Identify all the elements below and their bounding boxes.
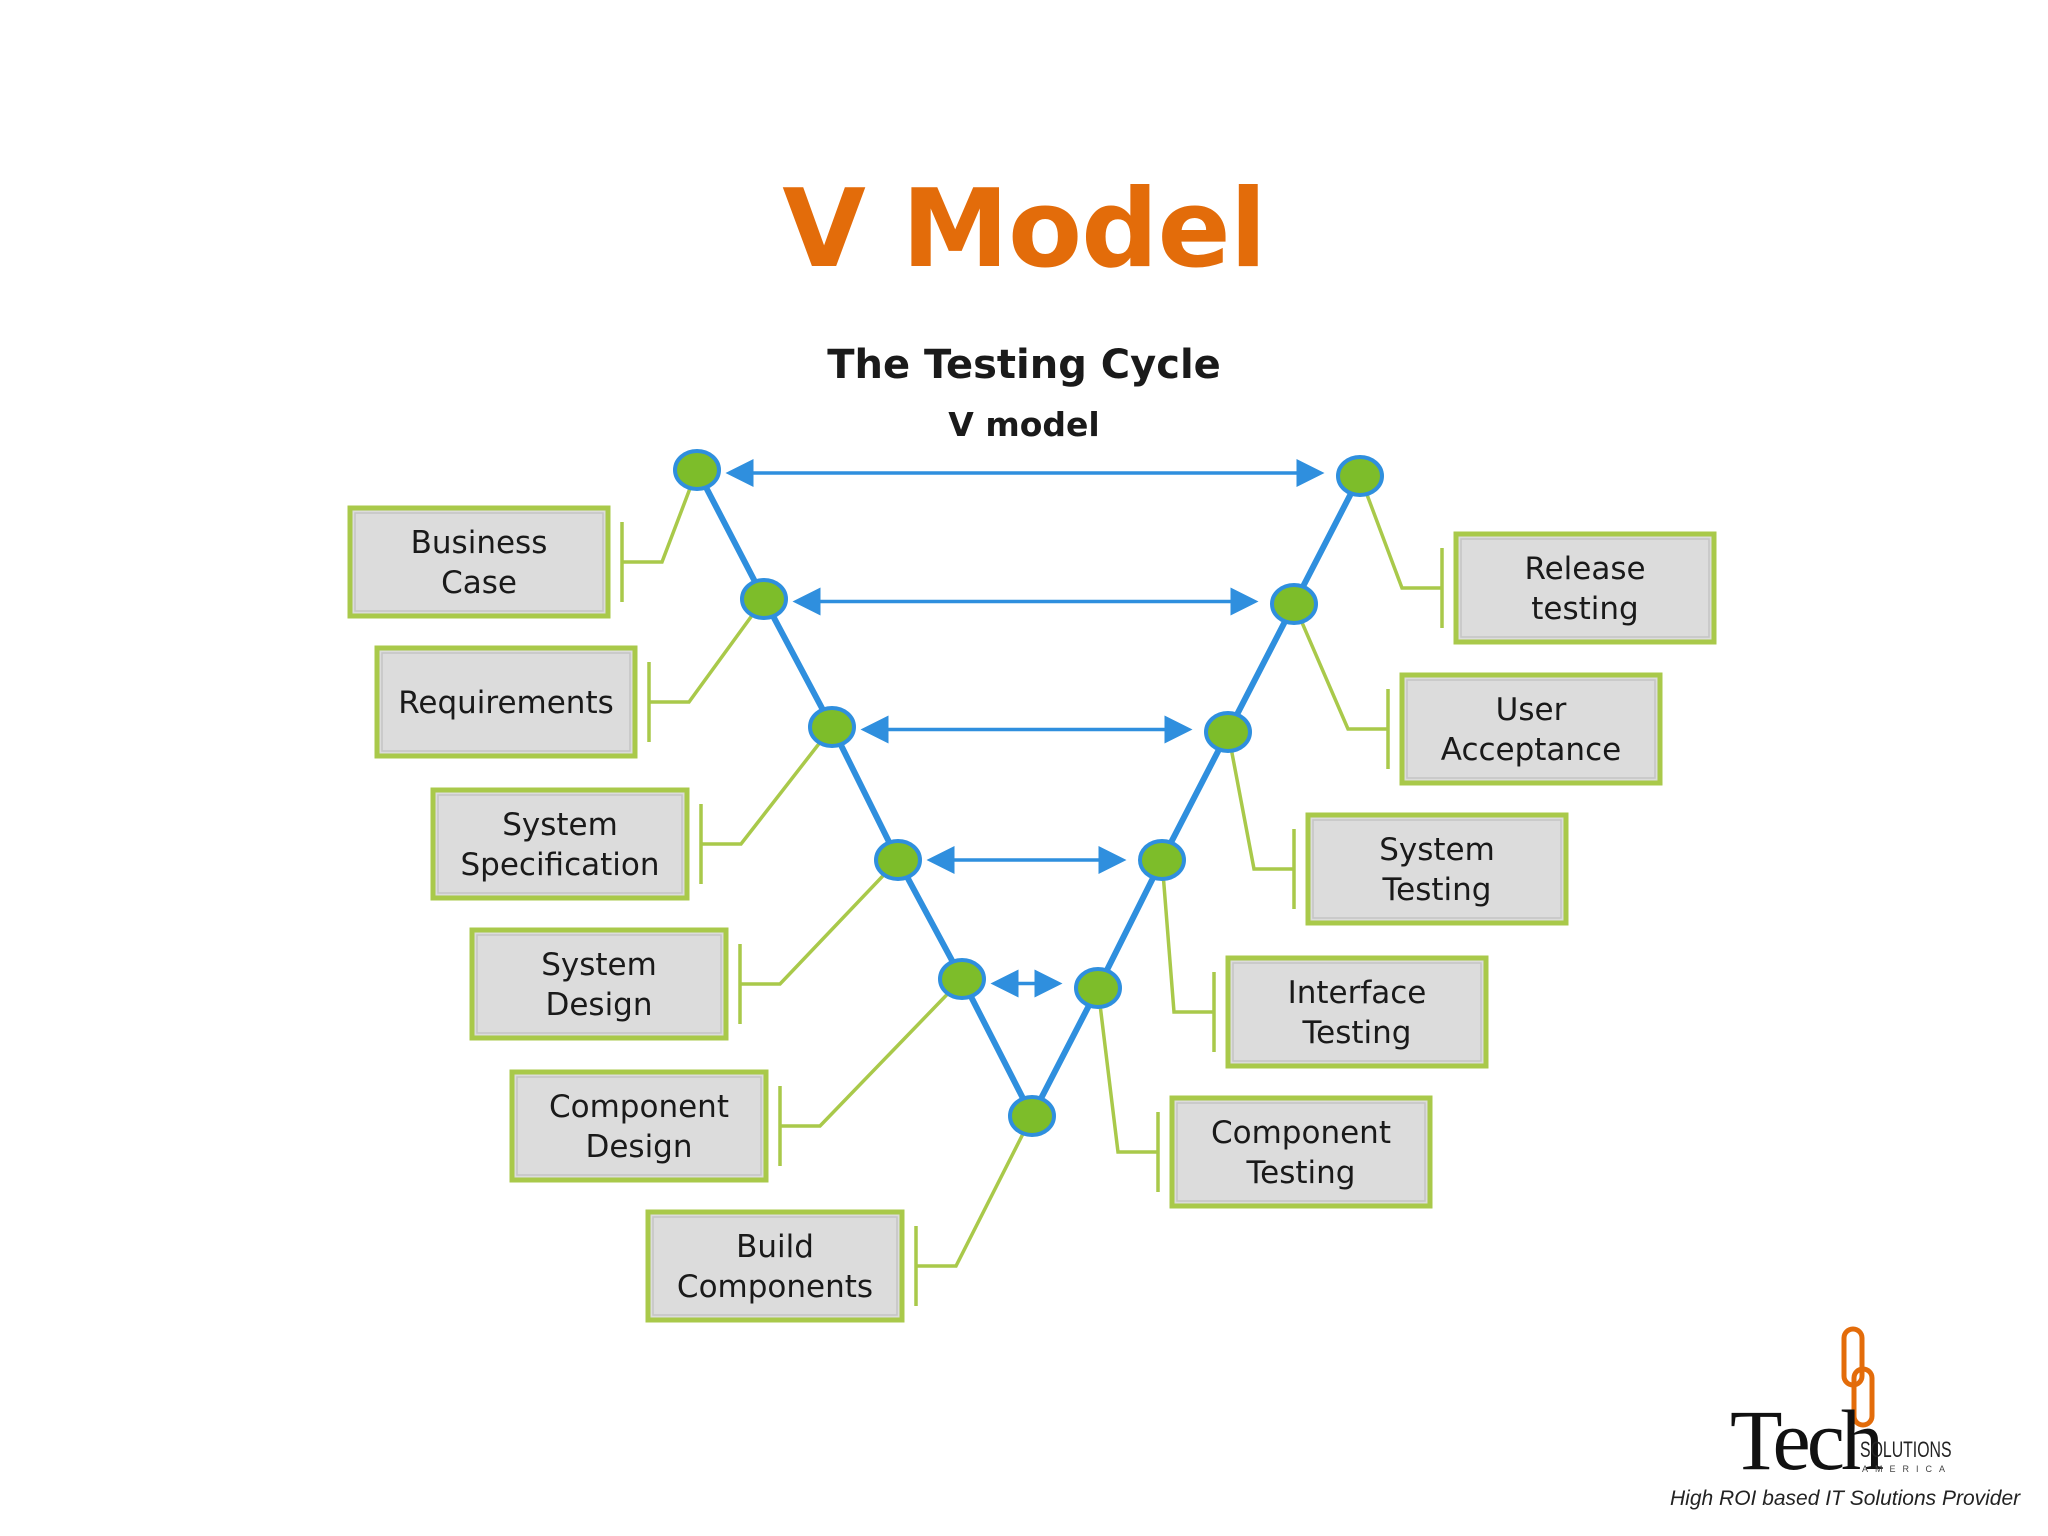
stage-box-right-3 — [1225, 955, 1489, 1069]
stage-box-right-4 — [1169, 1095, 1433, 1209]
stage-node-4 — [938, 958, 986, 1000]
stage-label-right-0-0: Release — [1524, 551, 1645, 587]
stage-box-inner-left-4 — [516, 1076, 762, 1176]
diagram-subtitle: V model — [948, 405, 1099, 444]
stage-node-5 — [1008, 1095, 1056, 1137]
logo-tech-text: Tech — [1730, 1392, 1884, 1488]
stage-label-right-3-1: Testing — [1302, 1015, 1412, 1051]
stage-nodes — [673, 449, 1384, 1137]
stage-box-left-1 — [374, 645, 638, 759]
connector-right-0 — [1358, 475, 1442, 590]
stage-label-left-4-0: Component — [549, 1089, 729, 1125]
connector-left-4 — [780, 977, 964, 1128]
stage-label-left-2-1: Specification — [460, 847, 659, 883]
stage-label-right-4-1: Testing — [1246, 1155, 1356, 1191]
stage-box-inner-left-2 — [437, 794, 683, 894]
stage-label-left-5-0: Build — [736, 1229, 814, 1265]
connector-right-2 — [1226, 731, 1294, 871]
stage-label-left-4-1: Design — [585, 1129, 692, 1165]
connector-left-5 — [916, 1115, 1034, 1268]
logo-solutions-text: SOLUTIONS — [1860, 1437, 1952, 1462]
stage-node-8 — [1204, 711, 1252, 753]
stage-node-6 — [1336, 455, 1384, 497]
stage-node-1 — [740, 578, 788, 620]
stage-label-right-2-0: System — [1379, 832, 1495, 868]
connector-right-1 — [1292, 603, 1388, 731]
stage-box-right-1 — [1399, 672, 1663, 786]
stage-box-inner-left-5 — [652, 1216, 898, 1316]
connector-right-3 — [1160, 859, 1214, 1014]
stage-box-left-2 — [430, 787, 690, 901]
stage-box-inner-right-2 — [1312, 819, 1562, 919]
stage-node-10 — [1074, 967, 1122, 1009]
stage-box-right-0 — [1453, 531, 1717, 645]
stage-box-left-4 — [509, 1069, 769, 1183]
stage-box-left-3 — [469, 927, 729, 1041]
stage-label-right-3-0: Interface — [1288, 975, 1427, 1011]
stage-label-right-1-0: User — [1496, 692, 1567, 728]
stage-node-7 — [1270, 583, 1318, 625]
stage-box-inner-right-1 — [1406, 679, 1656, 779]
slide-title: V Model — [782, 167, 1266, 292]
stage-boxes: BusinessCaseRequirementsSystemSpecificat… — [347, 505, 1717, 1323]
stage-box-inner-right-3 — [1232, 962, 1482, 1062]
chain-link-icon — [1841, 1326, 1875, 1428]
stage-box-left-0 — [347, 505, 611, 619]
stage-label-left-3-1: Design — [545, 987, 652, 1023]
connector-left-3 — [740, 858, 900, 986]
connector-left-2 — [701, 725, 834, 846]
stage-label-right-1-1: Acceptance — [1441, 732, 1621, 768]
stage-label-left-0-1: Case — [441, 565, 517, 601]
stage-label-right-2-1: Testing — [1382, 872, 1492, 908]
stage-box-inner-left-1 — [381, 652, 631, 752]
stage-label-left-1-0: Requirements — [398, 685, 614, 721]
stage-box-left-5 — [645, 1209, 905, 1323]
connector-left-1 — [649, 597, 766, 704]
stage-box-inner-left-0 — [354, 512, 604, 612]
stage-label-right-4-0: Component — [1211, 1115, 1391, 1151]
logo-tagline: High ROI based IT Solutions Provider — [1670, 1487, 2021, 1510]
correspondence-arrows — [725, 459, 1325, 998]
stage-label-left-5-1: Components — [677, 1269, 873, 1305]
stage-box-inner-right-0 — [1460, 538, 1710, 638]
connector-lines — [620, 469, 1444, 1306]
stage-node-2 — [808, 706, 856, 748]
diagram-title: The Testing Cycle — [827, 342, 1221, 388]
stage-label-left-2-0: System — [502, 807, 618, 843]
stage-node-0 — [673, 449, 721, 491]
stage-label-right-0-1: testing — [1531, 591, 1638, 627]
stage-box-inner-right-4 — [1176, 1102, 1426, 1202]
stage-box-inner-left-3 — [476, 934, 722, 1034]
connector-right-4 — [1096, 987, 1158, 1154]
stage-label-left-0-0: Business — [411, 525, 548, 561]
stage-node-3 — [874, 839, 922, 881]
stage-box-right-2 — [1305, 812, 1569, 926]
logo-america-text: AMERICA — [1862, 1464, 1953, 1474]
stage-node-9 — [1138, 839, 1186, 881]
company-logo: Tech SOLUTIONS AMERICA High ROI based IT… — [1660, 1325, 2030, 1525]
stage-label-left-3-0: System — [541, 947, 657, 983]
connector-left-0 — [622, 469, 699, 564]
